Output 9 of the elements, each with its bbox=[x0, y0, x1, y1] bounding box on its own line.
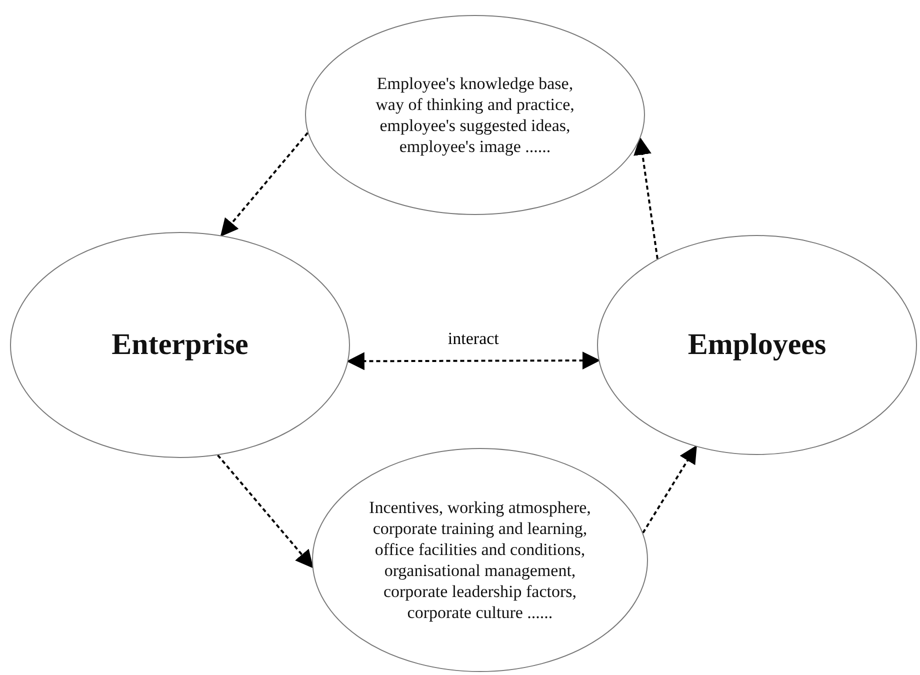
arrow bbox=[346, 352, 600, 370]
node-title: Employees bbox=[686, 328, 828, 362]
arrow bbox=[634, 136, 658, 260]
node-title: Enterprise bbox=[110, 328, 250, 362]
node-text: Incentives, working atmosphere, corporate training and learning, office facilities and conditions, organisational management, corporate leadership factors, corporate culture ...... bbox=[368, 497, 592, 623]
arrow bbox=[217, 454, 314, 568]
arrow bbox=[642, 445, 697, 534]
arrow bbox=[220, 132, 308, 237]
node-text: Employee's knowledge base, way of thinking and practice, employee's suggested ideas, employee's image ...... bbox=[374, 73, 576, 157]
